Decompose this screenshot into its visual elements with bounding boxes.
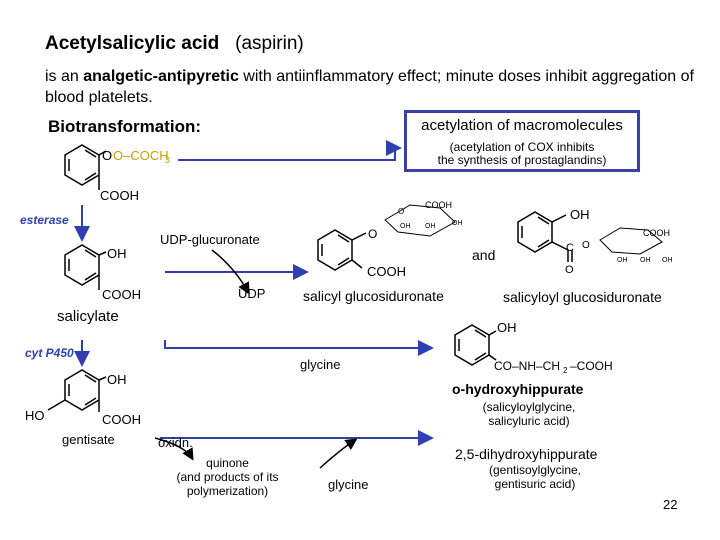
hippurate-chain: CO–NH–CH	[494, 359, 560, 373]
box-title: acetylation of macromolecules	[421, 117, 623, 134]
salicyloyl-o: O	[565, 264, 574, 276]
intro-text: is an analgetic-antipyretic with antiinf…	[45, 68, 694, 106]
box-line-1: (acetylation of COX inhibits	[449, 140, 595, 154]
acetylation-box: acetylation of macromolecules (acetylati…	[404, 110, 640, 172]
hippurate-synonyms: (salicyloylglycine,salicyluric acid)	[482, 400, 576, 428]
gentisate-label: gentisate	[62, 432, 115, 447]
hippurate-structure	[454, 324, 497, 366]
salicylate-label: salicylate	[57, 308, 119, 325]
gentisate-structure	[47, 369, 107, 412]
hippurate-chain-end: –COOH	[570, 359, 613, 373]
arrow-glycine-2	[319, 438, 358, 469]
arrow-udp	[211, 249, 250, 295]
hippurate-oh: OH	[497, 320, 517, 335]
salicylate-structure	[64, 244, 107, 290]
salicylate-oh: OH	[107, 246, 127, 261]
gluc-sugar-o: O	[398, 207, 404, 216]
udp-glucuronate-label: UDP-glucuronate	[160, 232, 260, 247]
aspirin-ester-o: O	[102, 148, 112, 163]
esterase-label: esterase	[20, 213, 69, 227]
salicylate-cooh: COOH	[102, 287, 141, 302]
salicyl-glucosiduronate-label: salicyl glucosiduronate	[303, 288, 444, 304]
aspirin-ester-group: O–COCH	[113, 148, 169, 163]
udp-label: UDP	[238, 286, 266, 301]
box-line-2: the synthesis of prostaglandins)	[437, 153, 607, 167]
gluc-sugar-oh-3: OH	[452, 220, 463, 227]
oxidation-label: oxidn.	[158, 435, 193, 450]
dihydroxy-synonyms: (gentisoylglycine,gentisuric acid)	[488, 463, 582, 491]
section-heading: Biotransformation:	[48, 117, 201, 136]
glycine-label-2: glycine	[328, 477, 369, 492]
salicyloyl-sugar-oh-3: OH	[662, 257, 673, 264]
hippurate-chain-sub: 2	[563, 366, 568, 375]
salicyloyl-sugar-oh-2: OH	[640, 257, 651, 264]
glycine-label-1: glycine	[300, 357, 341, 372]
gluc-cooh: COOH	[367, 264, 406, 279]
gentisate-oh: OH	[107, 372, 127, 387]
page-title: Acetylsalicylic acid (aspirin)	[45, 33, 304, 54]
gluc-sugar-cooh: COOH	[425, 200, 452, 210]
arrow-to-acetylation	[178, 140, 402, 161]
salicyloyl-sugar-oh-1: OH	[617, 257, 628, 264]
gentisate-cooh: COOH	[102, 412, 141, 427]
gluc-link-o: O	[368, 227, 377, 241]
page-number: 22	[663, 497, 678, 512]
aspirin-structure	[64, 144, 107, 190]
aspirin-ester-sub: 3	[165, 155, 170, 165]
gluc-sugar-oh-2: OH	[425, 223, 436, 230]
salicyloyl-oh: OH	[570, 207, 590, 222]
arrow-to-hippurate	[164, 340, 434, 356]
gentisate-ho: HO	[25, 408, 45, 423]
salicyloyl-glucosiduronate-structure	[517, 211, 663, 262]
hippurate-label: o-hydroxyhippurate	[452, 381, 584, 397]
aspirin-cooh: COOH	[100, 188, 139, 203]
gluc-sugar-oh-1: OH	[400, 223, 411, 230]
salicyloyl-ester-o: O	[582, 240, 590, 251]
salicyloyl-sugar-cooh: COOH	[643, 228, 670, 238]
salicyloyl-c: C	[566, 242, 574, 254]
salicyloyl-glucosiduronate-label: salicyloyl glucosiduronate	[503, 289, 662, 305]
and-label: and	[472, 247, 496, 263]
salicyl-glucosiduronate-structure	[317, 204, 456, 271]
dihydroxy-label: 2,5-dihydroxyhippurate	[455, 446, 598, 462]
arrow-oxidation	[154, 437, 194, 461]
cyp450-label: cyt P450	[25, 346, 74, 360]
